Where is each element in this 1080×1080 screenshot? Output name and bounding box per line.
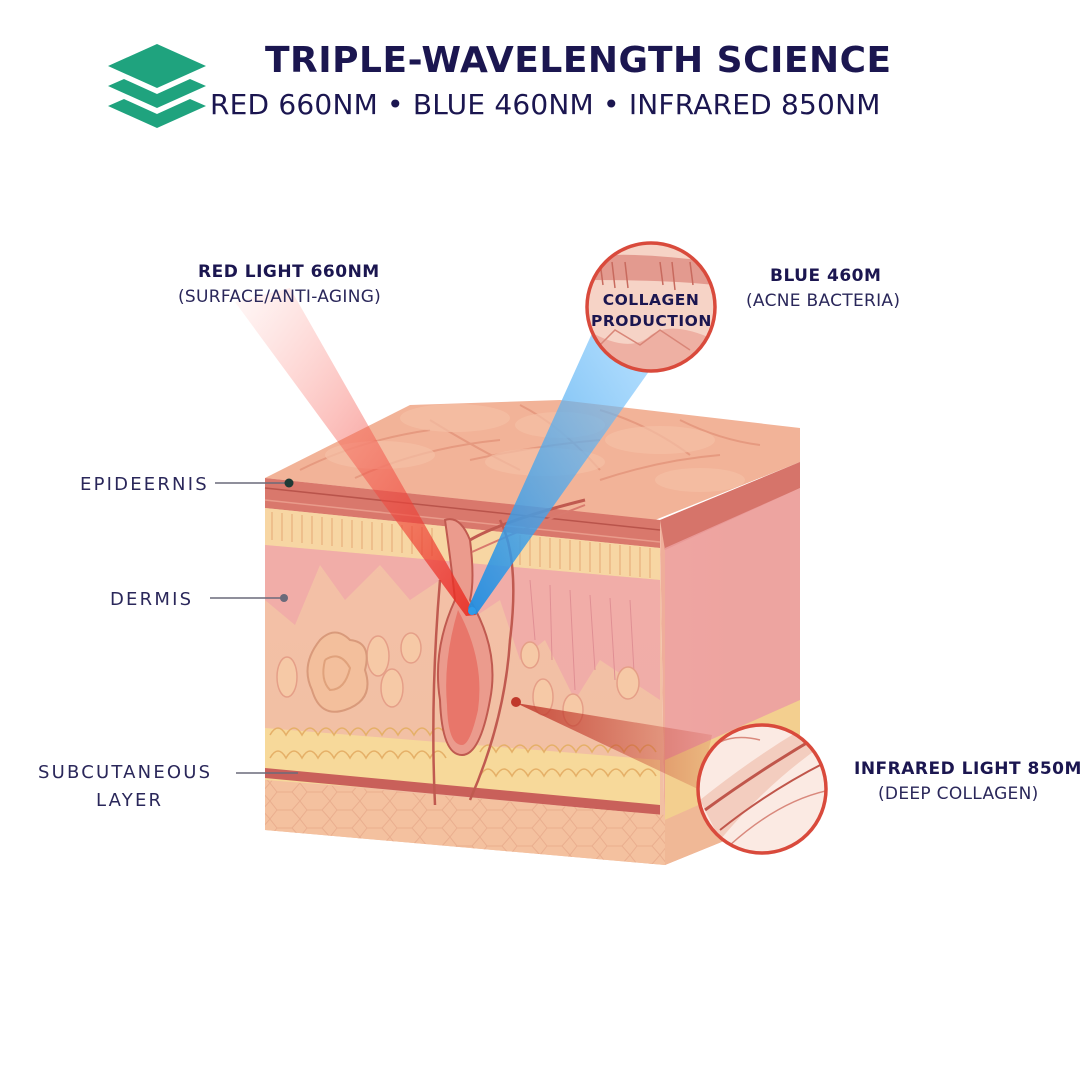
hair-follicle	[432, 498, 586, 806]
infrared-light-title: INFRARED LIGHT 850M	[854, 759, 1080, 779]
sweat-gland	[306, 631, 369, 713]
red-light-subtitle: (SURFACE/ANTI-AGING)	[178, 287, 382, 307]
blue-light-subtitle: (ACNE BACTERIA)	[746, 291, 901, 311]
blue-light-title: BLUE 460M	[770, 266, 882, 286]
page-title: TRIPLE-WAVELENGTH SCIENCE	[265, 40, 892, 81]
infrared-light-beam	[511, 697, 712, 790]
stacked-layers-icon	[108, 44, 206, 128]
subcutaneous-label-line-1: SUBCUTANEOUS	[38, 762, 213, 783]
infrared-light-subtitle: (DEEP COLLAGEN)	[878, 784, 1039, 804]
dermis-marker	[280, 594, 288, 602]
page-subtitle: RED 660NM • BLUE 460NM • INFRARED 850NM	[210, 88, 881, 121]
dermis-label: DERMIS	[110, 589, 194, 610]
epidermis-marker	[284, 478, 294, 488]
callout-line-2: PRODUCTION	[591, 312, 712, 330]
subcutaneous-label-line-2: LAYER	[96, 790, 164, 811]
red-light-title: RED LIGHT 660NM	[198, 262, 380, 282]
blue-light-beam	[468, 320, 650, 615]
layer-leaders	[210, 482, 298, 774]
epidermis-label: EPIDEERNIS	[80, 474, 209, 495]
deep-collagen-callout	[696, 723, 828, 855]
collagen-callout	[585, 241, 717, 373]
callout-line-1: COLLAGEN	[602, 291, 700, 309]
